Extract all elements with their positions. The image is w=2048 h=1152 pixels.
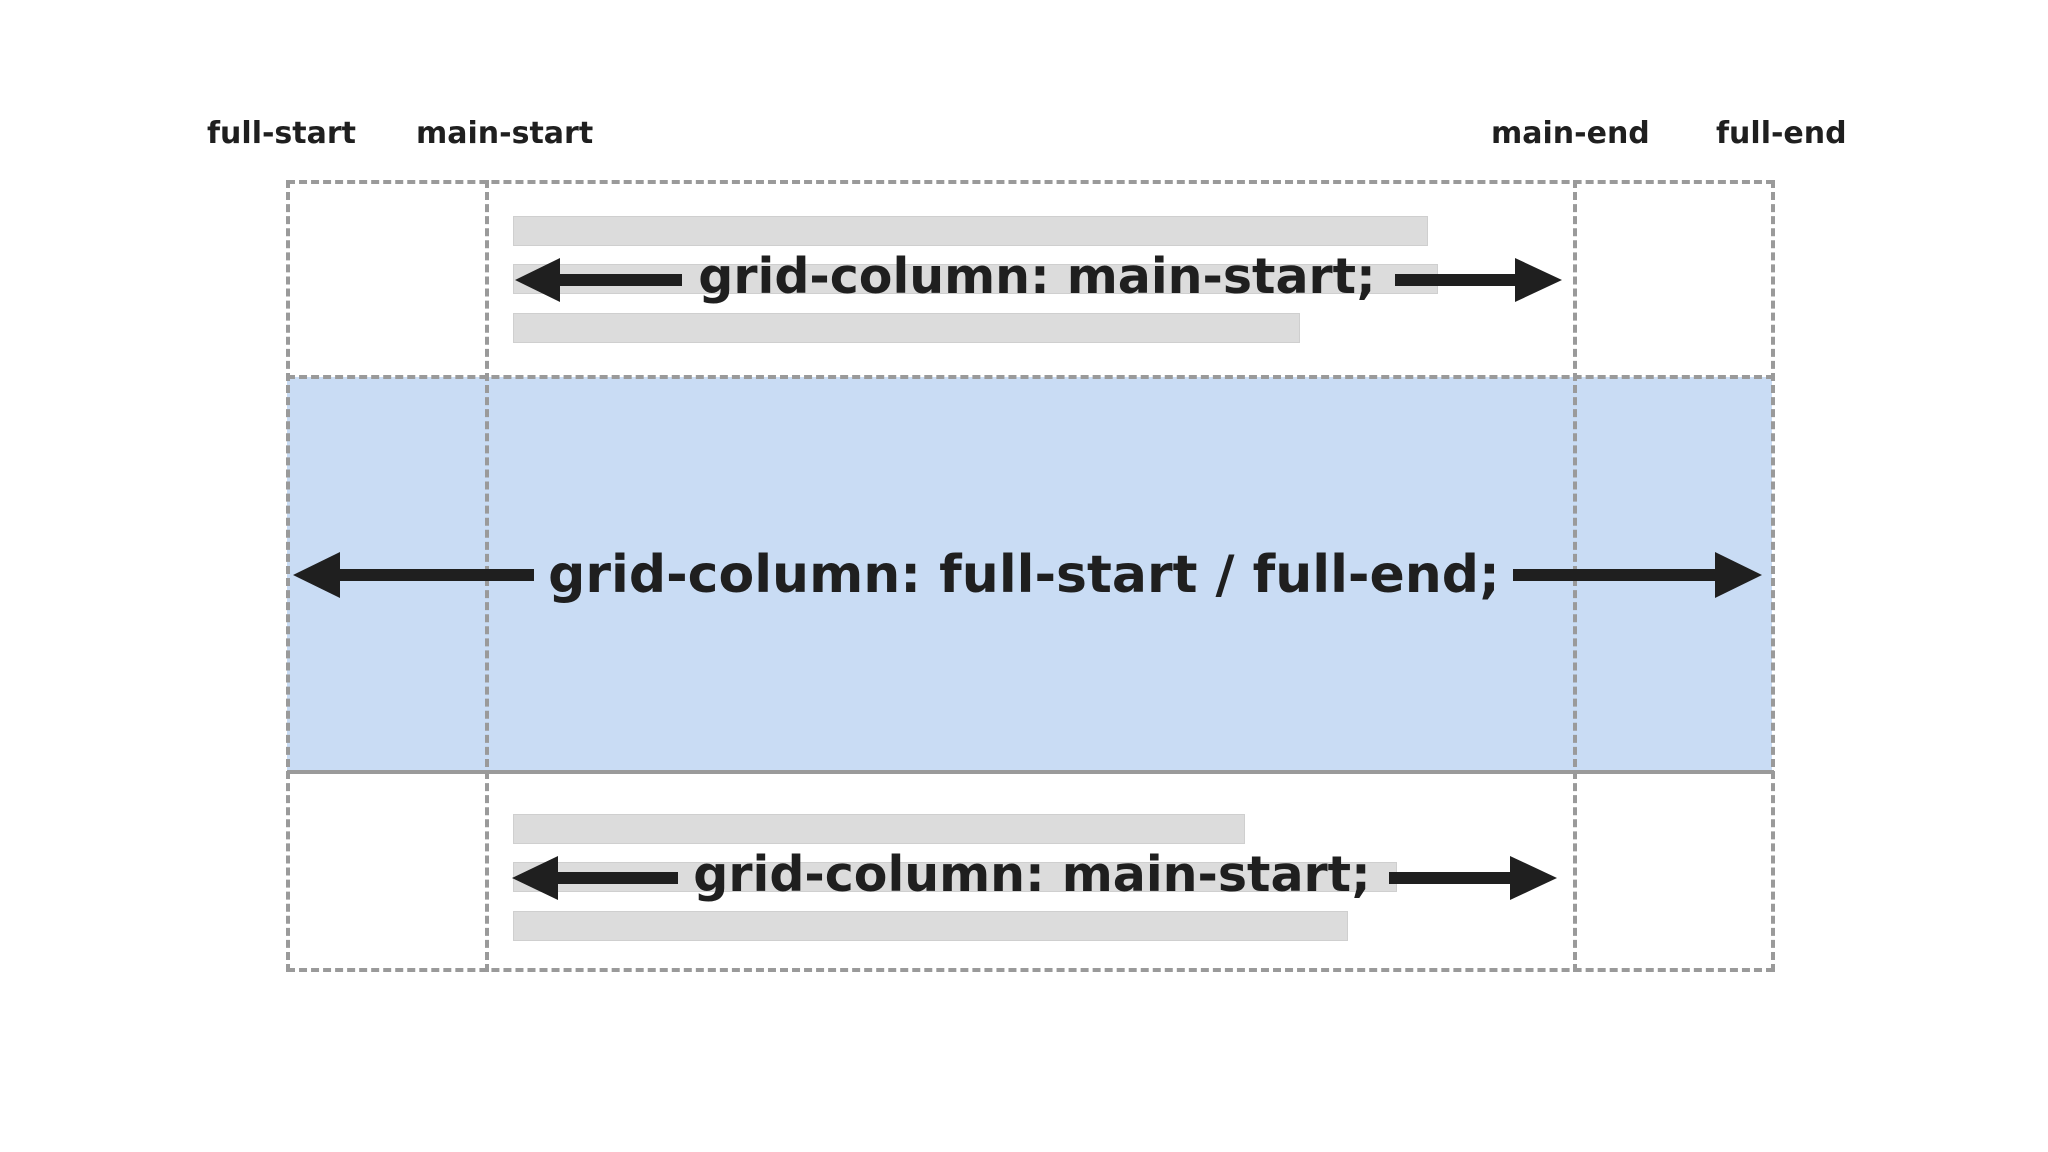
top-placeholder-bar-1: [513, 216, 1428, 246]
bottom-placeholder-bar-1: [513, 814, 1245, 844]
full-row-caption: grid-column: full-start / full-end;: [548, 545, 1500, 605]
main-start-label: main-start: [416, 116, 594, 151]
middle-left-arrow: [293, 552, 534, 598]
middle-right-arrow: [1513, 552, 1762, 598]
top-left-arrow: [515, 258, 682, 302]
bottom-right-arrow: [1389, 856, 1557, 900]
bottom-placeholder-bar-3: [513, 911, 1348, 941]
row-line-bottom: [287, 968, 1774, 972]
top-placeholder-bar-3: [513, 313, 1300, 343]
row-line-top: [287, 180, 1774, 184]
top-row-caption: grid-column: main-start;: [698, 248, 1376, 305]
full-end-label: full-end: [1716, 116, 1847, 151]
row-line-band-bottom: [287, 770, 1774, 774]
full-end-line: [1771, 180, 1775, 972]
bottom-row-caption: grid-column: main-start;: [693, 846, 1371, 903]
bottom-left-arrow: [512, 856, 678, 900]
full-start-label: full-start: [207, 116, 357, 151]
top-right-arrow: [1395, 258, 1562, 302]
full-start-line: [286, 180, 290, 972]
row-line-band-top: [287, 375, 1774, 379]
main-end-label: main-end: [1491, 116, 1650, 151]
